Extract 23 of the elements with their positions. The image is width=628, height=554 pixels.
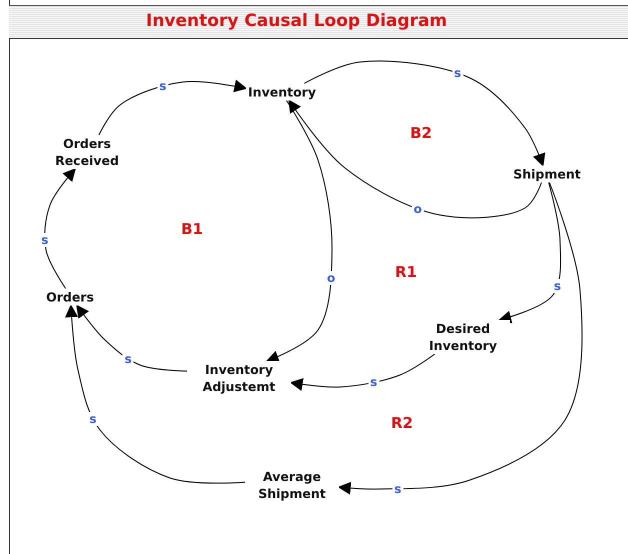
edge-label: o [325,271,338,285]
arrow [65,304,246,484]
edge-label: s [552,278,564,293]
variable-label: Shipment [511,166,583,182]
arrow [76,304,188,372]
arrow [290,354,436,391]
arrow [44,168,76,289]
edge-label: s [39,233,50,248]
loop-label: B1 [181,220,203,238]
variable-label: Inventory [246,84,318,100]
arrow [98,80,248,136]
loop-label: B2 [410,124,432,142]
arrow [304,60,546,167]
arrow [338,182,583,495]
edge-label: s [122,352,134,366]
arrow [288,99,542,218]
edge-label: s [87,412,99,426]
arrow [498,182,562,324]
loop-label: R2 [391,414,413,432]
variable-label: Orders [44,288,96,306]
arrow [266,100,332,363]
loop-label: R1 [395,263,417,281]
diagram-title: Inventory Causal Loop Diagram [146,11,448,31]
